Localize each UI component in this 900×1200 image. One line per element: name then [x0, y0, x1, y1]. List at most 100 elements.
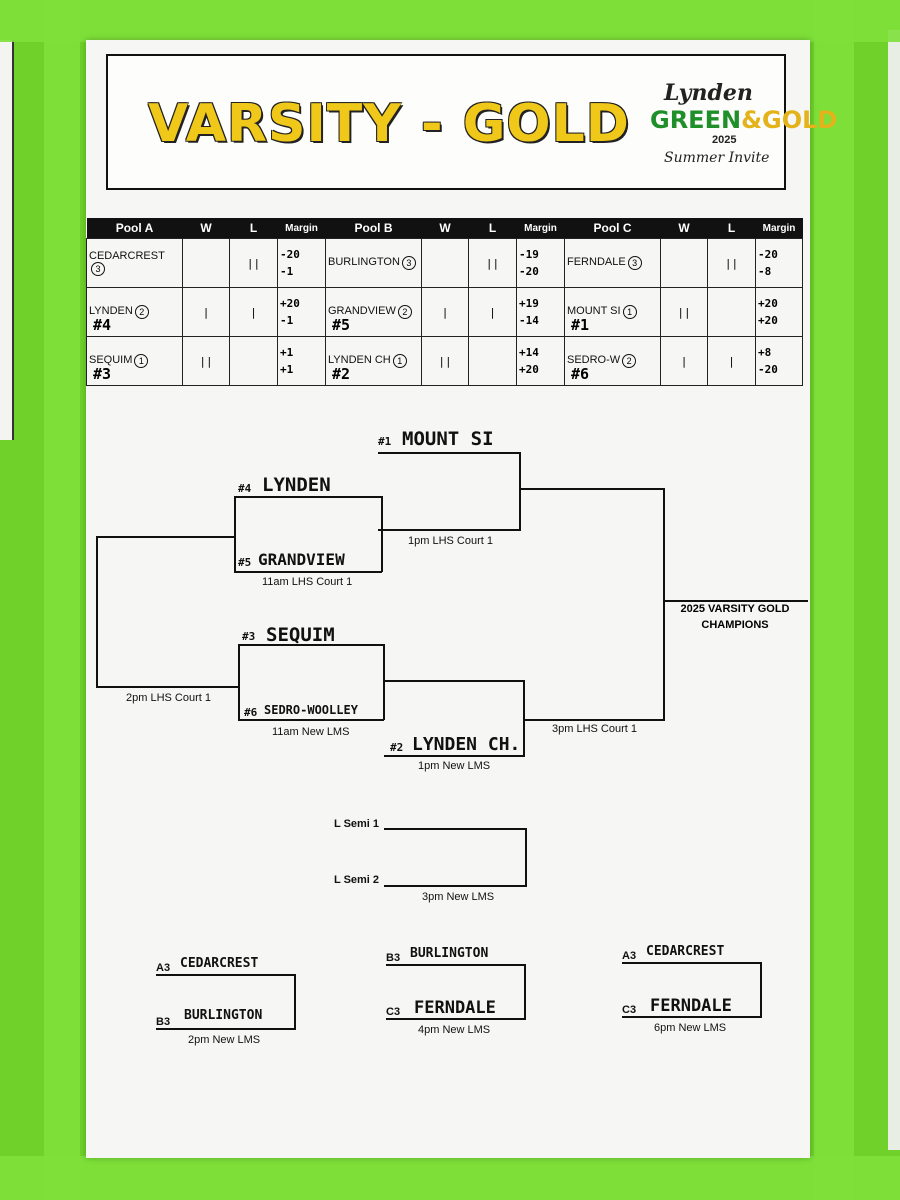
pool-wins: [660, 238, 708, 288]
placement-top-team: CEDARCREST: [180, 956, 259, 971]
placement-time: 2pm New LMS: [188, 1034, 261, 1046]
pool-margin: +20+20: [755, 287, 803, 337]
pool-wins: ||: [421, 336, 469, 386]
placement-bottom-seed: C3: [622, 1004, 637, 1016]
team-name: FERNDALE: [567, 256, 626, 268]
pool-wins: |: [660, 336, 708, 386]
logo-lynden: Lynden: [664, 80, 753, 106]
pool-losses: ||: [707, 238, 756, 288]
pool-wins: ||: [182, 336, 230, 386]
placement-line-top: [622, 962, 762, 964]
line-s2-top: [384, 680, 524, 682]
line-3v6-v: [383, 644, 385, 720]
team-mount-si: MOUNT SI: [402, 428, 494, 450]
line-final-v: [663, 488, 665, 720]
line-s1-v: [519, 452, 521, 530]
pool-margin: -20-1: [277, 238, 326, 288]
pool-header-cell: W: [182, 218, 230, 239]
bracket-poster: VARSITY - GOLD Lynden GREEN&GOLD 2025 Su…: [86, 40, 837, 1158]
pool-header-cell: Margin: [516, 218, 565, 239]
placement-line-bottom: [386, 1018, 526, 1020]
consolation-time: 3pm New LMS: [422, 891, 495, 903]
line-s2: [384, 755, 525, 757]
pool-header-cell: Pool A: [86, 218, 183, 239]
logo-green-gold: GREEN&GOLD: [650, 106, 838, 134]
pool-header-cell: Margin: [277, 218, 326, 239]
game-time-semi: 2pm LHS Court 1: [126, 692, 211, 704]
game-time-4v5: 11am LHS Court 1: [262, 576, 353, 588]
pool-header-cell: W: [421, 218, 469, 239]
bracket-seed: #1: [571, 316, 590, 334]
margin-game-1: +1: [280, 346, 294, 359]
line-lsemi1: [384, 828, 526, 830]
pool-losses: ||: [468, 238, 517, 288]
pool-rank: 2: [134, 305, 149, 319]
bracket-seed: #4: [93, 316, 112, 334]
tape-bottom: [0, 1156, 900, 1200]
placement-line-v: [294, 974, 296, 1030]
pool-rank: 3: [401, 256, 416, 270]
margin-game-2: +20: [519, 363, 539, 376]
line-3v6-left: [238, 644, 240, 720]
pool-header-cell: Margin: [755, 218, 803, 239]
pool-margin: +14+20: [516, 336, 565, 386]
pool-wins: ||: [660, 287, 708, 337]
margin-game-2: -20: [758, 363, 778, 376]
margin-game-2: -14: [519, 314, 539, 327]
pool-losses: |: [468, 287, 517, 337]
pool-margin: -20-8: [755, 238, 803, 288]
consolation-l-semi-1: L Semi 1: [334, 818, 380, 830]
wall-left: [0, 40, 14, 440]
game-time-3v6: 11am New LMS: [272, 726, 350, 738]
margin-game-1: -19: [519, 248, 539, 261]
team-sedro-woolley: SEDRO-WOOLLEY: [264, 703, 358, 717]
pool-margin: +19-14: [516, 287, 565, 337]
team-name: MOUNT SI: [567, 305, 621, 317]
margin-game-1: +14: [519, 346, 539, 359]
pool-wins: |: [182, 287, 230, 337]
placement-bottom-team: BURLINGTON: [184, 1008, 263, 1023]
consolation-l-semi-2: L Semi 2: [334, 874, 380, 886]
logo-year: 2025: [712, 134, 737, 146]
pool-header-cell: L: [229, 218, 278, 239]
team-lynden-christian: LYNDEN CH.: [412, 734, 521, 755]
seed-1: #1: [378, 435, 392, 448]
pool-wins: [421, 238, 469, 288]
pool-rank: 1: [622, 305, 637, 319]
pool-header-cell: L: [468, 218, 517, 239]
wall-right: [888, 30, 900, 1150]
line-4v5-v: [381, 496, 383, 572]
placement-bottom-seed: B3: [156, 1016, 171, 1028]
margin-game-1: +8: [758, 346, 772, 359]
line-final-bottom: [523, 719, 665, 721]
team-name: LYNDEN: [89, 305, 133, 317]
placement-time: 6pm New LMS: [654, 1022, 727, 1034]
game-time-2: 1pm New LMS: [418, 760, 491, 772]
team-grandview: GRANDVIEW: [258, 550, 345, 569]
bracket-seed: #6: [571, 365, 590, 383]
pool-rank: 3: [91, 262, 105, 276]
line-q1-bottom: [378, 529, 521, 531]
tape-right: [814, 0, 854, 1200]
line-semi-v: [96, 536, 98, 688]
line-s3: [238, 644, 384, 646]
placement-line-top: [156, 974, 296, 976]
seed-6: #6: [244, 706, 258, 719]
margin-game-2: -1: [280, 314, 294, 327]
margin-game-1: +20: [758, 297, 778, 310]
bracket-seed: #2: [332, 365, 351, 383]
line-champion: [664, 600, 808, 602]
pool-rank: 2: [622, 354, 637, 368]
placement-top-team: BURLINGTON: [410, 946, 489, 961]
seed-4: #4: [238, 482, 252, 495]
team-name: GRANDVIEW: [328, 305, 396, 317]
placement-top-seed: B3: [386, 952, 401, 964]
